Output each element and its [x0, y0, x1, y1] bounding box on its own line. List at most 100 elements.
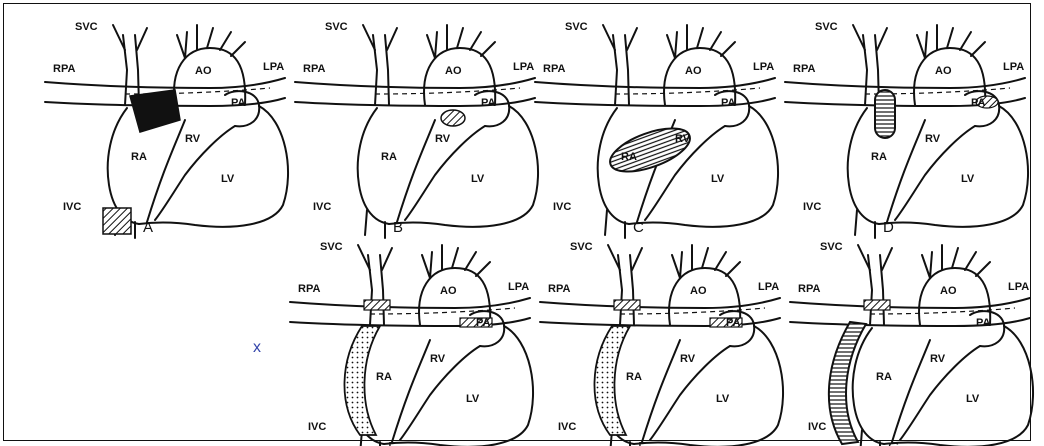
label-pa: PA — [231, 97, 246, 109]
label-ao: AO — [935, 65, 952, 77]
label-pa: PA — [976, 317, 991, 329]
svc-anastomosis — [614, 300, 640, 310]
label-svc: SVC — [325, 21, 348, 33]
svc-branches — [608, 245, 642, 270]
label-ivc: IVC — [558, 421, 576, 433]
label-ao: AO — [940, 285, 957, 297]
atrioventricular-conduit — [605, 120, 696, 181]
right-atrium-wall — [108, 108, 139, 224]
pulmonary-artery-lower — [540, 318, 780, 326]
label-pa: PA — [481, 97, 496, 109]
left-ventricle-wall — [634, 326, 783, 446]
label-lpa: LPA — [263, 61, 284, 73]
heart-panel-a: SVCRPAAOLPAPARARVLVIVCA — [45, 21, 288, 238]
pulmonary-artery-upper — [785, 78, 1025, 88]
label-ivc: IVC — [803, 201, 821, 213]
left-ventricle-wall — [879, 106, 1028, 227]
label-lv: LV — [221, 173, 235, 185]
label-lv: LV — [716, 393, 730, 405]
panel-letter: C — [633, 219, 644, 236]
aortic-branches — [422, 245, 490, 278]
svc-branches — [358, 245, 392, 270]
label-pa: PA — [971, 97, 986, 109]
heart-panel-f: SVCRPAAOLPAPARARVLVIVCF — [540, 241, 783, 446]
label-pa: PA — [721, 97, 736, 109]
label-lpa: LPA — [1008, 281, 1029, 293]
label-rpa: RPA — [543, 63, 565, 75]
pulmonary-artery-lower — [290, 318, 530, 326]
pulmonary-artery-upper — [790, 298, 1030, 308]
label-lv: LV — [711, 173, 725, 185]
ivc-vessel — [605, 210, 625, 238]
ra-rv-border — [147, 120, 185, 222]
panel-letter: F — [638, 439, 647, 446]
label-svc: SVC — [815, 21, 838, 33]
label-rv: RV — [675, 133, 691, 145]
heart-panel-c: SVCRPAAOLPAPARARVLVIVCC — [535, 21, 778, 238]
label-rpa: RPA — [798, 283, 820, 295]
panel-letter: G — [888, 439, 900, 446]
left-ventricle-wall — [384, 326, 533, 446]
svc-anastomosis — [864, 300, 890, 310]
label-rpa: RPA — [548, 283, 570, 295]
label-rv: RV — [185, 133, 201, 145]
pulmonary-artery-upper — [540, 298, 780, 308]
pulmonary-artery-upper — [290, 298, 530, 308]
label-lv: LV — [961, 173, 975, 185]
label-svc: SVC — [820, 241, 843, 253]
label-ivc: IVC — [63, 201, 81, 213]
label-ra: RA — [626, 371, 642, 383]
label-rv: RV — [925, 133, 941, 145]
pulmonary-artery-upper — [45, 78, 285, 88]
pulmonary-artery-upper — [295, 78, 535, 88]
label-ivc: IVC — [808, 421, 826, 433]
label-ao: AO — [445, 65, 462, 77]
svc-anastomosis — [364, 300, 390, 310]
label-svc: SVC — [320, 241, 343, 253]
label-rpa: RPA — [303, 63, 325, 75]
heart-panel-e: SVCRPAAOLPAPARARVLVIVCE — [290, 241, 533, 446]
aortic-branches — [667, 25, 735, 58]
aortic-branches — [917, 25, 985, 58]
aortic-branches — [427, 25, 495, 58]
panel-letter: D — [883, 219, 894, 236]
label-rv: RV — [680, 353, 696, 365]
label-rv: RV — [435, 133, 451, 145]
aortic-branches — [922, 245, 990, 278]
label-lpa: LPA — [508, 281, 529, 293]
svc-branches — [853, 25, 887, 50]
ra-rv-border — [397, 120, 435, 222]
cavopulmonary-tube — [875, 90, 895, 138]
label-rpa: RPA — [53, 63, 75, 75]
right-atrium-wall — [358, 108, 389, 224]
panel-letter: E — [388, 439, 398, 446]
label-ra: RA — [876, 371, 892, 383]
label-pa: PA — [726, 317, 741, 329]
label-ao: AO — [195, 65, 212, 77]
ivc-vessel — [855, 210, 875, 238]
heart-panel-g: SVC RPA AO LPA PA RA RV LV IVC G — [790, 241, 1033, 446]
label-rv: RV — [430, 353, 446, 365]
anastomosis-ring — [441, 110, 465, 126]
svc-branches — [363, 25, 397, 50]
label-rv: RV — [930, 353, 946, 365]
label-lpa: LPA — [513, 61, 534, 73]
label-lpa: LPA — [758, 281, 779, 293]
ivc-vessel — [365, 210, 385, 238]
lateral-tunnel — [344, 326, 380, 435]
pulmonary-artery-lower — [535, 98, 775, 106]
label-lv: LV — [966, 393, 980, 405]
label-lv: LV — [471, 173, 485, 185]
left-ventricle-wall — [389, 106, 538, 227]
label-rpa: RPA — [793, 63, 815, 75]
label-rpa: RPA — [298, 283, 320, 295]
panel-letter: B — [393, 219, 403, 236]
label-ra: RA — [621, 151, 637, 163]
label-svc: SVC — [570, 241, 593, 253]
label-ra: RA — [131, 151, 147, 163]
label-ivc: IVC — [553, 201, 571, 213]
label-ao: AO — [440, 285, 457, 297]
aortic-branches — [177, 25, 245, 58]
aortic-branches — [672, 245, 740, 278]
